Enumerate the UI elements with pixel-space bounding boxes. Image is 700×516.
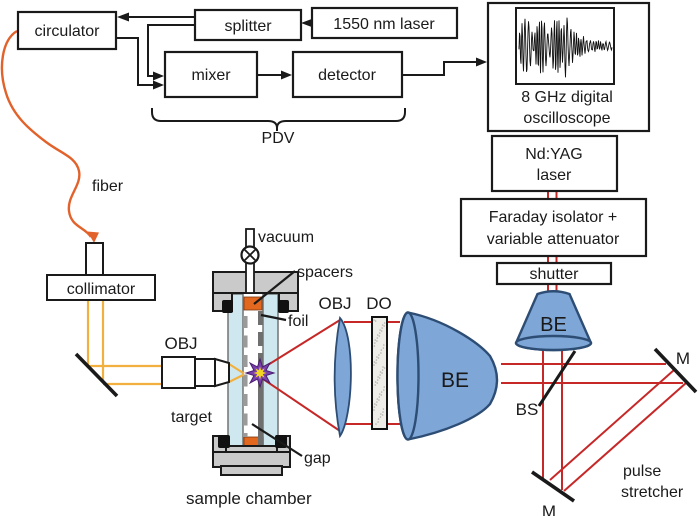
mirror-bottom-label: M <box>542 502 556 516</box>
ndyag-label-line1: Nd:YAG <box>525 146 583 163</box>
flange-bottom-slab <box>212 451 291 468</box>
drive-laser-chain: Nd:YAG laser Faraday isolator + variable… <box>459 134 648 292</box>
faraday-label-line1: Faraday isolator + <box>489 209 618 226</box>
faraday-label-line2: variable attenuator <box>487 231 620 248</box>
objective-body <box>161 356 196 389</box>
arrowhead-into-circulator-icon <box>117 12 129 22</box>
collection-lens <box>333 315 352 439</box>
probe-beam-focus <box>228 363 245 383</box>
faraday-box <box>459 197 648 258</box>
valve-cross-icon <box>243 248 257 262</box>
be-large-label: BE <box>441 369 469 392</box>
foil-label: foil <box>288 313 308 330</box>
drive-beam-segments <box>547 191 558 292</box>
flange-top-slab <box>212 271 299 294</box>
arrowhead-into-splitter-icon <box>301 18 313 28</box>
oscilloscope: 8 GHz digital oscilloscope <box>486 1 651 133</box>
objective-mid <box>194 358 216 387</box>
signal-wires <box>116 12 487 90</box>
mixer-label: mixer <box>191 67 231 84</box>
laser-1550-label: 1550 nm laser <box>333 16 435 33</box>
ndyag-label-line2: laser <box>537 167 572 184</box>
spacers-pointer <box>253 270 296 305</box>
arrowhead-into-mixer-2-icon <box>153 80 164 90</box>
ablation-flash-core-icon <box>253 366 267 380</box>
oring-top-right <box>278 300 289 313</box>
pulse-stretcher-label-line1: pulse <box>623 463 661 480</box>
target-label: target <box>171 409 212 426</box>
pdv-label: PDV <box>262 130 295 147</box>
collimator-label: collimator <box>67 281 136 298</box>
oscilloscope-label-line1: 8 GHz digital <box>521 89 613 106</box>
pdv-component-boxes: circulator splitter 1550 nm laser mixer … <box>16 6 459 99</box>
ndyag-box <box>490 134 619 193</box>
splitter-box <box>193 8 303 42</box>
circulator-box <box>16 10 118 51</box>
probe-optics: collimator OBJ <box>46 242 230 398</box>
sample-chamber-label: sample chamber <box>186 489 312 508</box>
shutter-box <box>495 261 613 286</box>
mirror-right-label: M <box>676 349 690 368</box>
chamber-annotations: vacuum spacers foil target gap sample ch… <box>171 229 353 508</box>
oring-top-left <box>222 300 233 313</box>
pdv-beat-waveform-icon <box>518 17 613 78</box>
oscilloscope-label-line2: oscilloscope <box>523 110 610 127</box>
detector-label: detector <box>318 67 376 84</box>
gap-label: gap <box>304 450 331 467</box>
pulse-stretcher-beams <box>501 350 687 492</box>
splitter-label: splitter <box>224 18 272 35</box>
objective-nose <box>214 357 230 388</box>
diffractive-optic-texture <box>373 319 386 425</box>
collimator-port <box>85 242 104 276</box>
splitter-to-mixer-wire <box>147 24 195 77</box>
fiber-label: fiber <box>92 178 124 195</box>
shutter-label: shutter <box>530 266 580 283</box>
diagonal-beam-upper <box>549 369 675 481</box>
circulator-to-mixer-wire <box>116 37 153 86</box>
mixer-box <box>163 50 259 99</box>
arrowhead-into-scope-icon <box>476 57 487 67</box>
flange-bottom-pedestal <box>220 465 283 476</box>
be-small-label: BE <box>540 314 567 336</box>
pulse-stretcher-label-line2: stretcher <box>621 484 684 501</box>
collimator-box <box>46 274 156 301</box>
oring-bottom-left <box>218 435 230 448</box>
beam-expander-small-face <box>514 334 593 352</box>
pulse-stretcher-optics: BS M M pulse stretcher <box>516 347 698 516</box>
diagonal-beam-lower <box>563 382 687 492</box>
detector-box <box>291 50 404 99</box>
mirror-right <box>653 347 698 394</box>
diffractive-optic <box>371 316 388 430</box>
collection-optics: OBJ DO BE <box>318 294 499 441</box>
fiber-arrowhead-icon <box>87 231 99 243</box>
probe-fold-mirror <box>74 352 119 398</box>
beam-expander-large-face <box>396 311 420 441</box>
beam-expander-small: BE <box>514 290 593 352</box>
vacuum-label: vacuum <box>258 229 314 246</box>
arrowhead-into-mixer-1-icon <box>153 71 164 81</box>
foil-pointer <box>260 313 287 322</box>
probe-beam-path <box>86 300 162 386</box>
gap-pointer <box>251 423 303 457</box>
mirror-bottom <box>530 470 576 503</box>
beamsplitter <box>537 350 577 407</box>
circulator-label: circulator <box>35 23 101 40</box>
laser-1550-box <box>310 6 459 40</box>
obj-collection-label: OBJ <box>318 294 351 313</box>
arrowhead-into-detector-icon <box>281 70 292 80</box>
drive-beam-collection <box>262 319 400 432</box>
do-label: DO <box>366 294 392 313</box>
fiber-curve <box>0 29 93 238</box>
detector-to-scope-wire <box>402 61 476 76</box>
bs-label: BS <box>516 400 539 419</box>
obj-probe-label: OBJ <box>164 334 197 353</box>
pdv-brace <box>151 108 406 131</box>
spacers-label: spacers <box>297 264 353 281</box>
